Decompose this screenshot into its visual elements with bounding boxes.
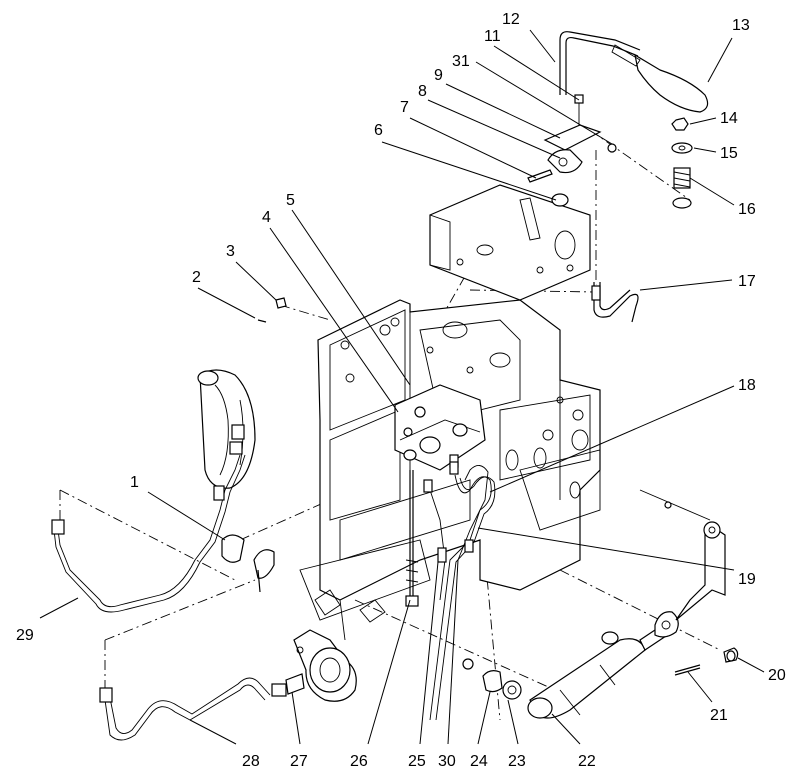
callout-5: 5 (286, 192, 295, 209)
callout-2: 2 (192, 269, 201, 286)
callout-25: 25 (408, 753, 426, 770)
callout-labels: 1 2 3 4 5 6 7 8 9 11 12 13 14 15 16 17 1… (16, 11, 786, 770)
callout-22: 22 (578, 753, 596, 770)
callout-17: 17 (738, 273, 756, 290)
callout-1: 1 (130, 474, 139, 491)
callout-3: 3 (226, 243, 235, 260)
hydraulic-lines (423, 461, 496, 721)
callout-15: 15 (720, 145, 738, 162)
link-rod-17 (591, 282, 639, 323)
callout-29: 29 (16, 627, 34, 644)
upper-bracket (429, 184, 591, 301)
bolts (257, 297, 419, 607)
callout-18: 18 (738, 377, 756, 394)
callout-14: 14 (720, 110, 738, 127)
callout-28: 28 (242, 753, 260, 770)
callout-31: 31 (452, 53, 470, 70)
callout-27: 27 (290, 753, 308, 770)
callout-16: 16 (738, 201, 756, 218)
lower-return-line (99, 629, 357, 741)
callout-20: 20 (768, 667, 786, 684)
callout-26: 26 (350, 753, 368, 770)
callout-19: 19 (738, 571, 756, 588)
callout-21: 21 (710, 707, 728, 724)
callout-8: 8 (418, 83, 427, 100)
callout-9: 9 (434, 67, 443, 84)
callout-12: 12 (502, 11, 520, 28)
callout-23: 23 (508, 753, 526, 770)
pump-assembly (51, 369, 275, 613)
small-hardware (462, 647, 739, 700)
callout-13: 13 (732, 17, 750, 34)
callout-30: 30 (438, 753, 456, 770)
callout-11: 11 (484, 28, 501, 45)
callout-7: 7 (400, 99, 409, 116)
callout-6: 6 (374, 122, 383, 139)
shift-lever-assembly (527, 31, 709, 209)
control-valve (394, 384, 486, 471)
callout-24: 24 (470, 753, 488, 770)
callout-4: 4 (262, 209, 271, 226)
leader-lines (39, 29, 765, 745)
hydraulic-cylinder (527, 489, 726, 719)
